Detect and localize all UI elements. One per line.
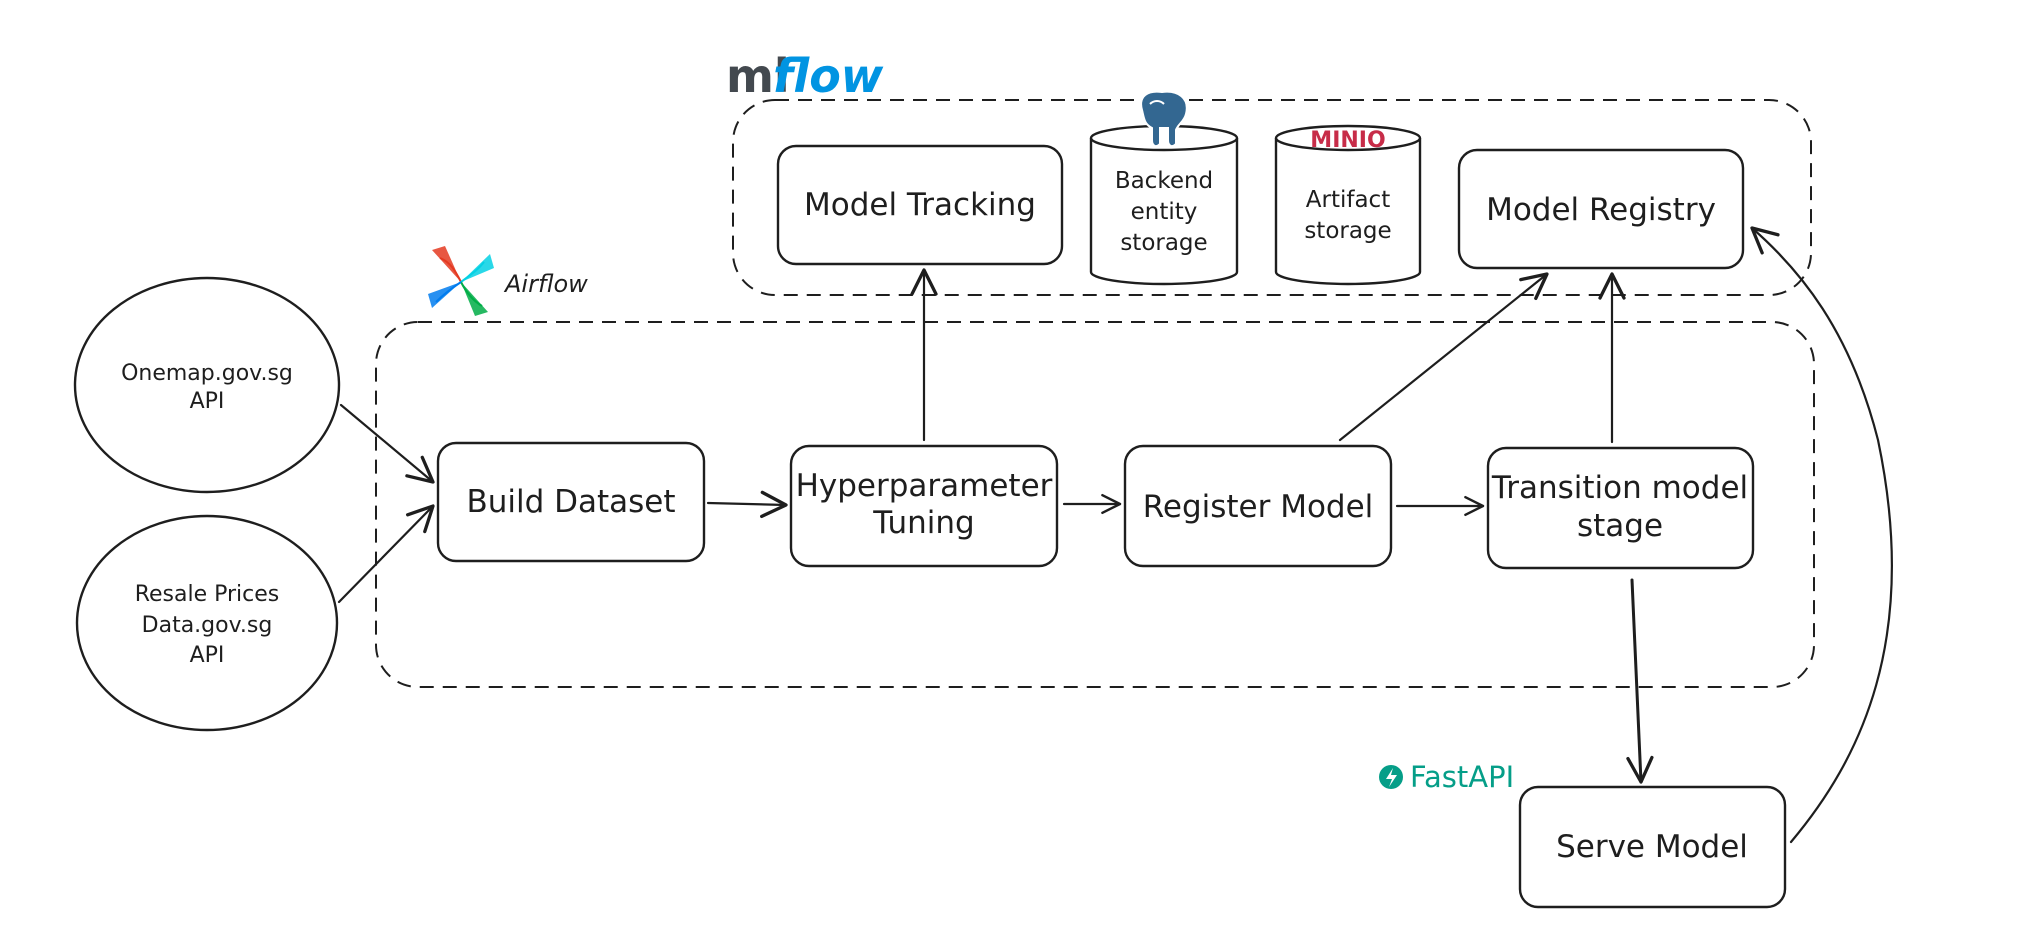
edge-register-to-registry	[1338, 272, 1549, 442]
postgresql-elephant-icon	[1140, 90, 1188, 148]
hyperparameter-tuning-box	[789, 444, 1059, 568]
resale-api-circle	[75, 514, 339, 732]
airflow-logo: Airflow	[428, 246, 588, 316]
hyperparameter-tuning-line-1: Hyperparameter	[796, 468, 1053, 504]
serve-model-label: Serve Model	[1556, 829, 1748, 865]
build-dataset-box	[436, 441, 706, 563]
artifact-storage-line-2: storage	[1304, 218, 1391, 244]
backend-storage-node: Backend entity storage	[1089, 90, 1239, 286]
register-model-label: Register Model	[1143, 489, 1374, 525]
artifact-storage-line-1: Artifact	[1306, 187, 1390, 213]
transition-stage-line-1: Transition model	[1491, 470, 1748, 506]
edge-build-to-hyperparameter	[706, 490, 788, 519]
edge-onemap-to-build-dataset	[339, 403, 435, 484]
transition-stage-node: Transition model stage	[1486, 446, 1755, 570]
airflow-group-boundary	[375, 321, 1815, 688]
resale-api-line-3: API	[190, 643, 225, 668]
serve-model-box	[1518, 785, 1787, 909]
model-registry-node: Model Registry	[1457, 148, 1745, 270]
edge-serve-to-registry	[1750, 226, 1894, 844]
fastapi-logo-label: FastAPI	[1410, 760, 1514, 794]
mlflow-logo: ml flow	[726, 49, 884, 103]
artifact-storage-node: MINIO Artifact storage	[1274, 124, 1422, 286]
hyperparameter-tuning-node: Hyperparameter Tuning	[789, 444, 1059, 568]
onemap-api-node: Onemap.gov.sg API	[73, 276, 341, 494]
resale-api-line-1: Resale Prices	[135, 582, 280, 607]
backend-storage-line-2: entity	[1131, 199, 1198, 225]
serve-model-node: Serve Model	[1518, 785, 1787, 909]
model-registry-label: Model Registry	[1486, 192, 1716, 228]
mlflow-logo-flow: flow	[773, 49, 884, 103]
transition-stage-line-2: stage	[1577, 508, 1663, 544]
resale-api-line-2: Data.gov.sg	[142, 613, 273, 638]
backend-storage-line-3: storage	[1120, 230, 1207, 256]
model-tracking-label: Model Tracking	[804, 187, 1036, 223]
build-dataset-node: Build Dataset	[436, 441, 706, 563]
model-registry-box	[1457, 148, 1745, 270]
onemap-api-line-1: Onemap.gov.sg	[121, 361, 293, 386]
transition-stage-box	[1486, 446, 1755, 570]
backend-storage-line-1: Backend	[1115, 168, 1213, 194]
artifact-storage-cylinder	[1274, 138, 1422, 286]
airflow-pinwheel-icon	[428, 246, 494, 316]
fastapi-logo: FastAPI	[1379, 760, 1514, 794]
mlflow-group-boundary	[732, 99, 1812, 296]
mlflow-logo-ml: ml	[726, 49, 790, 103]
onemap-api-circle	[73, 276, 341, 494]
edge-transition-to-serve	[1626, 578, 1654, 784]
model-tracking-box	[776, 144, 1064, 266]
register-model-box	[1123, 444, 1393, 568]
resale-api-node: Resale Prices Data.gov.sg API	[75, 514, 339, 732]
backend-storage-cylinder	[1089, 138, 1239, 286]
onemap-api-line-2: API	[190, 389, 225, 414]
register-model-node: Register Model	[1123, 444, 1393, 568]
model-tracking-node: Model Tracking	[776, 144, 1064, 266]
build-dataset-label: Build Dataset	[466, 484, 675, 520]
minio-logo: MINIO	[1310, 128, 1385, 153]
airflow-logo-label: Airflow	[503, 270, 588, 298]
edge-resale-to-build-dataset	[337, 504, 435, 604]
hyperparameter-tuning-line-2: Tuning	[872, 505, 974, 541]
